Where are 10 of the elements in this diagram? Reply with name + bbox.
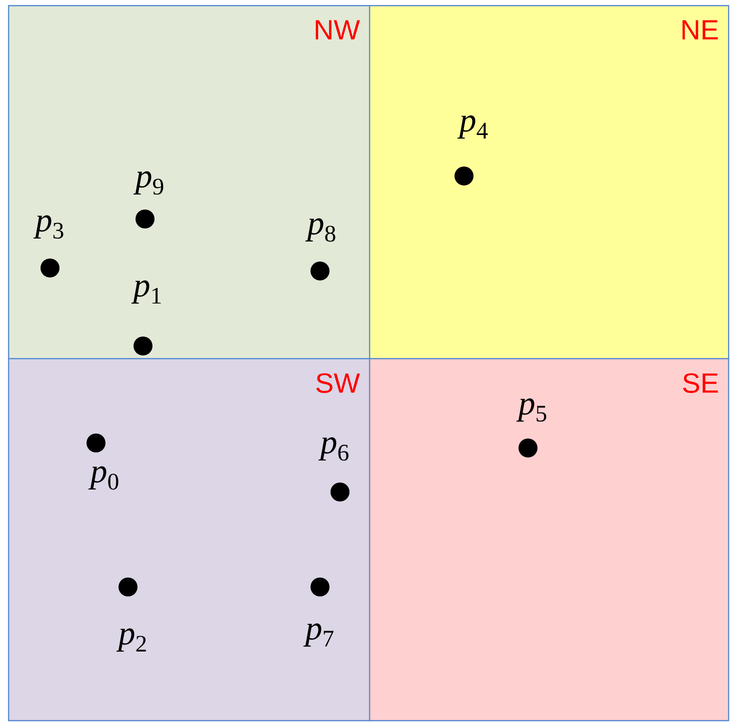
point-label: p$_{6}$ xyxy=(318,437,348,461)
point-label: p$_{7}$ xyxy=(303,623,334,647)
point-label: p$_{0}$ xyxy=(88,466,118,490)
point-label: p$_{4}$ xyxy=(457,115,488,139)
point-label: p$_{1}$ xyxy=(131,280,161,304)
point-label: p$_{5}$ xyxy=(516,398,546,422)
point-label: p$_{8}$ xyxy=(305,218,336,242)
point-label: p$_{2}$ xyxy=(116,628,146,652)
point-label: p$_{3}$ xyxy=(33,215,64,239)
point-label: p$_{9}$ xyxy=(133,171,164,195)
